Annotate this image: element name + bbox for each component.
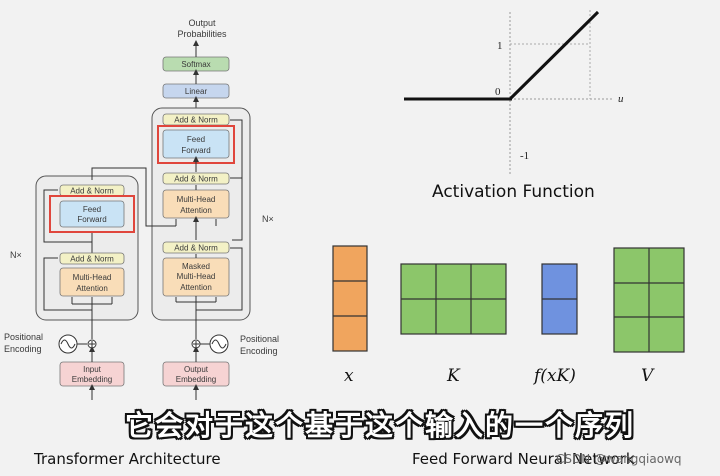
watermark: CSDN @wangqiaowq: [556, 452, 682, 466]
matrix-v: [613, 247, 685, 353]
matrix-fxk: [541, 263, 578, 335]
output-embedding-label-2: Embedding: [176, 375, 216, 384]
ffn-caption: Feed Forward Neural Network: [412, 450, 635, 468]
activation-function-plot: 1 0 -1 u: [404, 10, 624, 175]
video-subtitle: 它会对于这个基于这个输入的一个序列: [124, 409, 635, 442]
matrix-x: [332, 245, 368, 352]
encoder-feed-forward-highlight: [49, 195, 135, 233]
encoder-positional-label-2: Encoding: [4, 344, 42, 354]
softmax-label: Softmax: [181, 60, 210, 69]
encoder-ff-label-1: Feed: [83, 205, 101, 214]
decoder-mha-label-1: Multi-Head: [177, 195, 216, 204]
encoder-nx-label: N×: [10, 250, 22, 260]
output-probabilities-label-2: Probabilities: [177, 29, 227, 39]
output-probabilities-label-1: Output: [188, 18, 216, 28]
output-embedding-label-1: Output: [184, 365, 209, 374]
encoder-mha-label-2: Attention: [76, 284, 108, 293]
activation-function-caption: Activation Function: [432, 182, 595, 202]
tick-0-label: 0: [495, 86, 501, 98]
encoder-multi-head-attention-block: [59, 267, 125, 297]
decoder-ff-label-1: Feed: [187, 135, 205, 144]
decoder-positional-label-2: Encoding: [240, 346, 278, 356]
encoder-add-norm-1-label: Add & Norm: [70, 255, 114, 264]
decoder-add-norm-2: [162, 172, 230, 185]
encoder-add-norm-1: [59, 252, 125, 265]
v-label: V: [641, 366, 654, 386]
decoder-add-norm-3-label: Add & Norm: [174, 116, 218, 125]
tick-1-label: 1: [497, 40, 503, 52]
encoder-mha-label-1: Multi-Head: [73, 273, 112, 282]
encoder-ff-label-2: Forward: [77, 215, 106, 224]
decoder-ff-label-2: Forward: [181, 146, 210, 155]
encoder-feed-forward-block: [59, 200, 125, 228]
encoder-positional-label-1: Positional: [4, 332, 43, 342]
input-embedding-label-2: Embedding: [72, 375, 112, 384]
masked-mha-label-3: Attention: [180, 283, 212, 292]
transformer-architecture-caption: Transformer Architecture: [34, 450, 221, 468]
x-label: x: [344, 366, 354, 386]
k-label: K: [447, 366, 460, 386]
decoder-add-norm-2-label: Add & Norm: [174, 175, 218, 184]
encoder-stack: [35, 175, 139, 321]
axis-u-label: u: [618, 93, 624, 105]
encoder-add-norm-2-label: Add & Norm: [70, 187, 114, 196]
fxk-label: f(xK): [534, 366, 576, 386]
linear-label: Linear: [185, 87, 208, 96]
decoder-add-norm-1: [162, 241, 230, 254]
relu-linear-segment: [508, 10, 600, 101]
input-embedding-label-1: Input: [83, 365, 102, 374]
decoder-positional-label-1: Positional: [240, 334, 279, 344]
decoder-nx-label: N×: [262, 214, 274, 224]
masked-mha-label-2: Multi-Head: [177, 272, 216, 281]
decoder-add-norm-1-label: Add & Norm: [174, 244, 218, 253]
ffn-matrices: [332, 245, 685, 353]
decoder-mha-label-2: Attention: [180, 206, 212, 215]
tick-neg1-label: -1: [520, 150, 529, 162]
matrix-k: [400, 263, 507, 335]
masked-mha-label-1: Masked: [182, 262, 210, 271]
